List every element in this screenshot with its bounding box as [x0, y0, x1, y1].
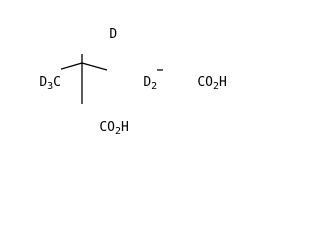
- bond-cd3-c: [57, 62, 83, 71]
- chemical-structure: D D3C D2 CO2H CO2H: [0, 0, 237, 148]
- bond-c-cd2: [81, 62, 108, 71]
- carboxyl-right-label: CO2H: [166, 63, 227, 103]
- cd2-label: D2: [112, 63, 158, 103]
- cd3-label: D3C: [8, 63, 61, 103]
- carboxyl-bottom-label: CO2H: [68, 108, 129, 148]
- deuterium-top-label: D: [78, 15, 118, 54]
